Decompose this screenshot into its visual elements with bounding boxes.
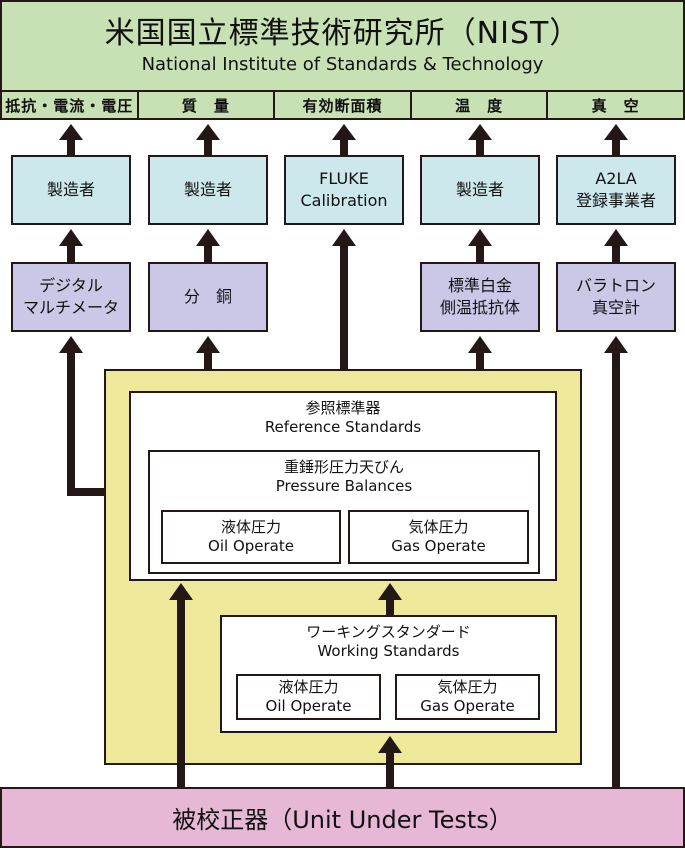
- reference-title-en: Reference Standards: [264, 418, 422, 436]
- gas-jp: 気体圧力: [437, 678, 498, 696]
- arrow-head-icon: [604, 336, 628, 353]
- connector-line: [67, 244, 75, 263]
- connector-line: [612, 138, 620, 156]
- connector-line: [612, 351, 620, 788]
- working-gas-operate-box: 気体圧力 Gas Operate: [395, 674, 540, 720]
- arrow-head-icon: [378, 736, 402, 753]
- connector-line: [476, 244, 484, 263]
- box-label-2: 登録事業者: [575, 191, 656, 210]
- connector-line: [612, 244, 620, 263]
- arrow-head-icon: [604, 229, 628, 246]
- connector-line: [177, 598, 185, 788]
- arrow-head-icon: [604, 124, 628, 140]
- connector-line: [204, 244, 212, 263]
- connector-line: [386, 751, 394, 788]
- box-label: 製造者: [46, 180, 95, 199]
- connector-line: [204, 351, 212, 370]
- connector-line: [340, 138, 348, 156]
- pressure-title-en: Pressure Balances: [275, 477, 413, 495]
- connector-line: [67, 351, 75, 495]
- uut-label: 被校正器（Unit Under Tests）: [172, 806, 513, 834]
- arrow-head-icon: [59, 336, 83, 353]
- box-label: 標準白金: [447, 276, 512, 295]
- arrow-head-icon: [169, 583, 193, 600]
- unit-under-test-box: 被校正器（Unit Under Tests）: [0, 787, 685, 848]
- arrow-head-icon: [468, 124, 492, 140]
- weights-box: 分 銅: [148, 262, 268, 332]
- a2la-box: A2LA 登録事業者: [556, 155, 676, 225]
- arrow-head-icon: [196, 124, 220, 140]
- box-label: 分 銅: [183, 287, 232, 306]
- working-title-en: Working Standards: [317, 642, 460, 660]
- box-label: バラトロン: [575, 276, 656, 295]
- arrow-head-icon: [59, 124, 83, 140]
- manufacturer-box-temperature: 製造者: [420, 155, 540, 225]
- connector-line: [476, 351, 484, 370]
- reference-gas-operate-box: 気体圧力 Gas Operate: [348, 510, 529, 564]
- platinum-resistance-thermometer-box: 標準白金 側温抵抗体: [420, 262, 540, 332]
- category-vacuum: 真 空: [546, 92, 683, 118]
- arrow-head-icon: [378, 583, 402, 600]
- box-label: 製造者: [183, 180, 232, 199]
- connector-line: [340, 244, 348, 370]
- connector-line: [67, 488, 105, 496]
- arrow-head-icon: [196, 229, 220, 246]
- box-label-2: 真空計: [591, 298, 640, 317]
- nist-title-jp: 米国国立標準技術研究所（NIST）: [104, 16, 581, 51]
- arrow-head-icon: [468, 336, 492, 353]
- connector-line: [204, 138, 212, 156]
- connector-line: [476, 138, 484, 156]
- oil-jp: 液体圧力: [278, 678, 339, 696]
- reference-oil-operate-box: 液体圧力 Oil Operate: [161, 510, 341, 564]
- nist-header: 米国国立標準技術研究所（NIST） National Institute of …: [0, 0, 685, 92]
- box-label: A2LA: [595, 169, 637, 188]
- digital-multimeter-box: デジタル マルチメータ: [11, 262, 131, 332]
- gas-en: Gas Operate: [391, 537, 486, 555]
- connector-line: [67, 138, 75, 156]
- oil-jp: 液体圧力: [220, 518, 281, 536]
- gas-en: Gas Operate: [420, 697, 515, 715]
- arrow-head-icon: [332, 124, 356, 140]
- box-label-2: Calibration: [300, 191, 388, 210]
- category-strip: 抵抗・電流・電圧 質 量 有効断面積 温 度 真 空: [0, 90, 685, 120]
- manufacturer-box-mass: 製造者: [148, 155, 268, 225]
- reference-title-jp: 参照標準器: [305, 399, 381, 417]
- category-mass: 質 量: [136, 92, 274, 118]
- oil-en: Oil Operate: [208, 537, 294, 555]
- nist-title-en: National Institute of Standards & Techno…: [141, 54, 544, 75]
- connector-line: [386, 598, 394, 616]
- category-temperature: 温 度: [409, 92, 547, 118]
- baratron-vacuum-gauge-box: バラトロン 真空計: [556, 262, 676, 332]
- box-label: FLUKE: [319, 169, 369, 188]
- gas-jp: 気体圧力: [408, 518, 469, 536]
- arrow-head-icon: [196, 336, 220, 353]
- box-label: 製造者: [455, 180, 504, 199]
- arrow-head-icon: [59, 229, 83, 246]
- category-effective-area: 有効断面積: [273, 92, 410, 118]
- box-label-2: マルチメータ: [22, 298, 119, 317]
- arrow-head-icon: [468, 229, 492, 246]
- pressure-title-jp: 重錘形圧力天びん: [283, 458, 404, 476]
- arrow-head-icon: [332, 229, 356, 246]
- category-electrical: 抵抗・電流・電圧: [5, 96, 134, 115]
- working-oil-operate-box: 液体圧力 Oil Operate: [236, 674, 381, 720]
- box-label: デジタル: [39, 276, 103, 295]
- fluke-calibration-box: FLUKE Calibration: [284, 155, 404, 225]
- working-title-jp: ワーキングスタンダード: [306, 623, 471, 641]
- oil-en: Oil Operate: [265, 697, 352, 715]
- box-label-2: 側温抵抗体: [439, 298, 520, 317]
